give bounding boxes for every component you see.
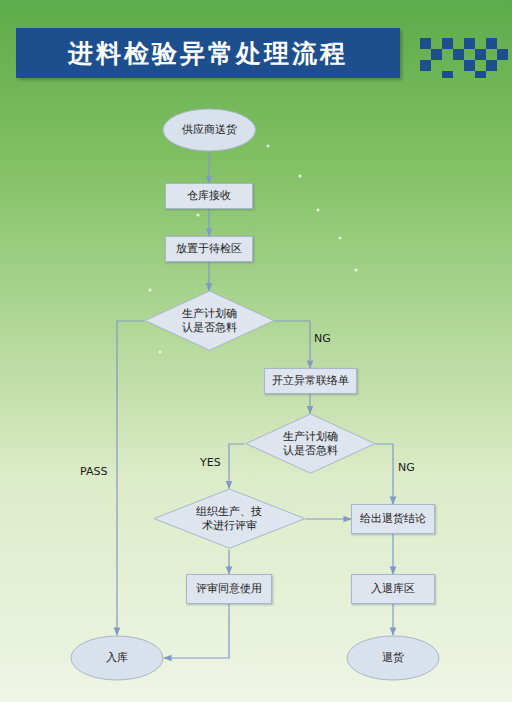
flow-arrow: [306, 518, 352, 519]
decision-diamond: 生产计划确 认是否急料: [144, 290, 275, 351]
node-text: 供应商送货: [182, 123, 237, 137]
flow-arrow: [208, 262, 209, 290]
edge-label: YES: [200, 456, 221, 469]
process-box: 入退库区: [351, 574, 435, 604]
node-text: 组织生产、技 术进行评审: [193, 505, 265, 534]
node-text: 入库: [106, 651, 128, 665]
flow-arrow: [208, 209, 209, 236]
flow-arrow: [229, 444, 245, 488]
terminal-ellipse: 供应商送货: [162, 108, 257, 152]
decision-diamond: 组织生产、技 术进行评审: [153, 488, 306, 549]
node-text: 开立异常联络单: [272, 374, 349, 388]
process-box: 评审同意使用: [186, 574, 272, 604]
node-text: 放置于待检区: [176, 242, 242, 256]
node-text: 仓库接收: [187, 189, 231, 203]
node-text: 退货: [382, 651, 404, 665]
terminal-ellipse: 入库: [70, 635, 164, 681]
process-box: 开立异常联络单: [264, 368, 357, 394]
flow-arrow: [309, 394, 310, 413]
edge-label: NG: [398, 461, 415, 474]
node-text: 生产计划确 认是否急料: [280, 430, 341, 459]
node-text: 给出退货结论: [360, 512, 426, 526]
flow-arrow: [228, 550, 229, 574]
process-box: 给出退货结论: [351, 504, 435, 534]
node-text: 生产计划确 认是否急料: [179, 307, 240, 336]
flow-arrow: [392, 534, 393, 574]
process-box: 放置于待检区: [165, 236, 253, 262]
title-banner: 进料检验异常处理流程: [16, 28, 400, 78]
process-box: 仓库接收: [165, 183, 253, 209]
terminal-ellipse: 退货: [346, 635, 440, 681]
flow-arrow: [392, 604, 393, 635]
checker-pattern: [420, 38, 508, 78]
decision-diamond: 生产计划确 认是否急料: [245, 413, 376, 474]
node-text: 评审同意使用: [196, 582, 262, 596]
flow-arrow: [208, 152, 209, 183]
flow-arrow: [376, 444, 394, 504]
flow-arrow: [117, 321, 144, 635]
edge-label: PASS: [80, 465, 107, 478]
edge-label: NG: [314, 332, 331, 345]
node-text: 入退库区: [371, 582, 415, 596]
flow-arrow: [275, 321, 311, 368]
flow-arrow: [164, 604, 229, 658]
